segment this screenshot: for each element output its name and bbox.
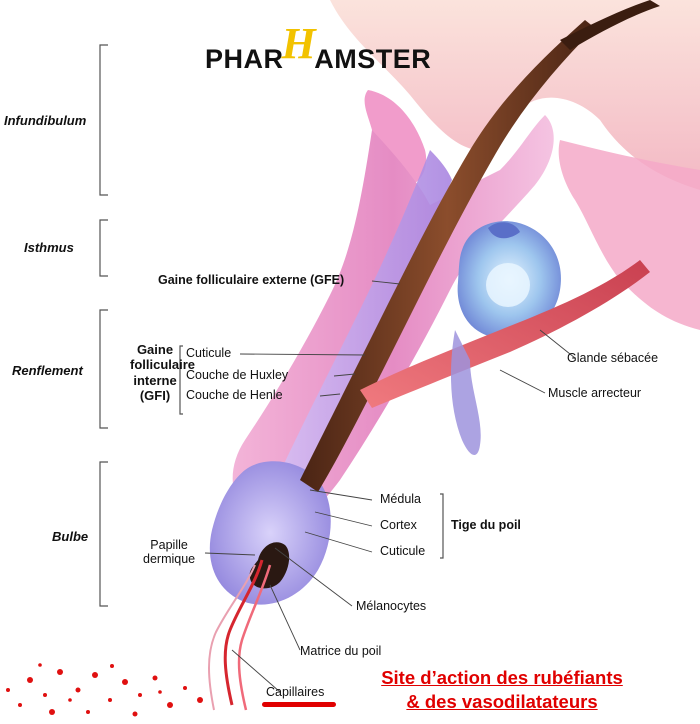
label-cortex: Cortex [380, 518, 417, 532]
papille-line-1: Papille [150, 538, 188, 552]
region-renflement: Renflement [12, 363, 83, 378]
region-infundibulum: Infundibulum [4, 113, 87, 128]
hair-bulb [209, 461, 331, 605]
nerve-loop [450, 330, 481, 456]
skin-fold-left [364, 90, 427, 186]
skin-fold-right [558, 140, 700, 330]
label-glande: Glande sébacée [567, 351, 659, 365]
label-matrice: Matrice du poil [300, 644, 382, 658]
capillaries-highlight [262, 702, 336, 707]
follicle-inner-sheath [272, 150, 452, 493]
label-capillaires: Capillaires [266, 685, 325, 699]
leader-lines [204, 280, 576, 693]
label-tige: Tige du poil [451, 518, 521, 532]
capillary-vessel-2 [237, 564, 272, 711]
gfi-line-4: (GFI) [139, 387, 171, 403]
site-action-caption: Site d’action des rubéfiants & des vasod… [346, 666, 658, 714]
region-brackets [99, 44, 444, 607]
label-cuticule-tige: Cuticule [380, 544, 426, 558]
label-muscle: Muscle arrecteur [548, 386, 642, 400]
red-speckles [6, 663, 203, 717]
arrector-muscle [360, 260, 650, 408]
region-bulbe: Bulbe [52, 529, 89, 544]
label-papille: Papille dermique [143, 538, 196, 567]
capillary-vessel [223, 559, 264, 706]
brand-prefix: PHAR [205, 44, 284, 74]
papille-line-2: dermique [143, 551, 196, 566]
gfi-line-3: interne [133, 372, 177, 388]
hair-strand-top [560, 0, 660, 50]
brand-suffix: AMSTER [314, 44, 432, 74]
label-cuticule-gfi: Cuticule [186, 346, 232, 360]
label-henle: Couche de Henle [186, 388, 283, 402]
gland-lumen [486, 263, 530, 307]
label-gfe: Gaine folliculaire externe (GFE) [158, 273, 345, 287]
hair-shaft [300, 20, 595, 492]
site-action-line-1: Site d’action des rubéfiants [381, 667, 623, 688]
capillary-vessel-3 [208, 564, 256, 711]
gfi-line-1: Gaine [136, 342, 174, 357]
label-huxley: Couche de Huxley [186, 368, 289, 382]
label-melanocytes: Mélanocytes [356, 599, 427, 613]
gland-lobe [488, 222, 520, 239]
label-gfi: Gaine folliculaire interne (GFI) [130, 342, 196, 403]
brand-logo: PHARHAMSTER [205, 19, 432, 78]
gfi-line-2: folliculaire [130, 357, 196, 373]
brand-mark: H [281, 19, 317, 68]
site-action-line-2: & des vasodilatateurs [406, 691, 598, 713]
region-isthmus: Isthmus [24, 240, 74, 255]
label-medula: Médula [380, 492, 421, 506]
